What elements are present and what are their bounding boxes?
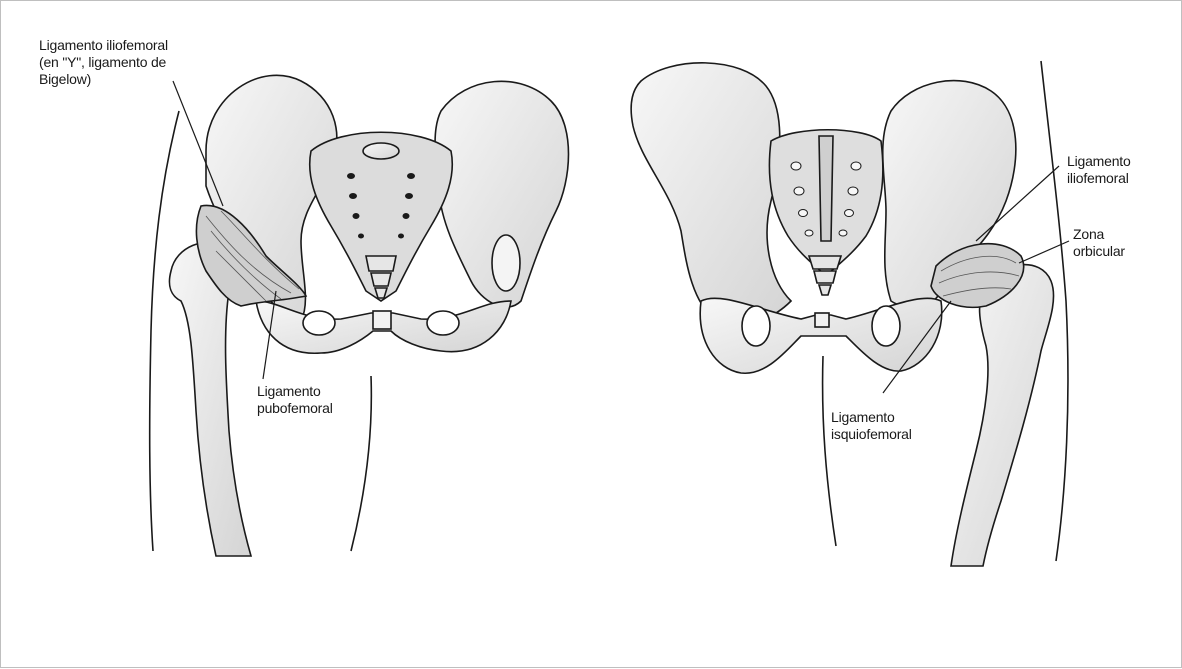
label-isquiofemoral-line2: isquiofemoral — [831, 426, 912, 442]
right-body-outline-inner — [823, 356, 836, 546]
label-iliofemoral-right-line1: Ligamento — [1067, 153, 1131, 169]
left-body-outline-inner — [351, 376, 371, 551]
anterior-view — [150, 75, 569, 556]
right-obturator-right — [872, 306, 900, 346]
label-iliofemoral-left-line2: (en "Y", ligamento de — [39, 54, 166, 70]
label-isquiofemoral-line1: Ligamento — [831, 409, 895, 425]
right-femur — [951, 265, 1054, 566]
left-pubic-symphysis — [373, 311, 391, 329]
label-zona-orbicular-line2: orbicular — [1073, 243, 1125, 259]
label-zona-orbicular-line1: Zona — [1073, 226, 1104, 242]
right-pubic-symphysis — [815, 313, 829, 327]
right-coccyx — [809, 256, 841, 295]
label-pubofemoral-line1: Ligamento — [257, 383, 321, 399]
left-obturator-left — [303, 311, 335, 335]
label-iliofemoral-left-line1: Ligamento iliofemoral — [39, 37, 168, 53]
left-body-outline-left — [150, 111, 179, 551]
right-median-crest — [819, 136, 833, 241]
label-pubofemoral-line2: pubofemoral — [257, 400, 333, 416]
right-ilium-left-side — [631, 63, 791, 325]
left-obturator-foramen — [492, 235, 520, 291]
label-iliofemoral-left-line3: Bigelow) — [39, 71, 91, 87]
label-iliofemoral-right-line2: iliofemoral — [1067, 170, 1129, 186]
right-obturator-left — [742, 306, 770, 346]
left-obturator-right — [427, 311, 459, 335]
posterior-view — [631, 61, 1068, 566]
left-lumbar-vertebra — [363, 143, 399, 159]
